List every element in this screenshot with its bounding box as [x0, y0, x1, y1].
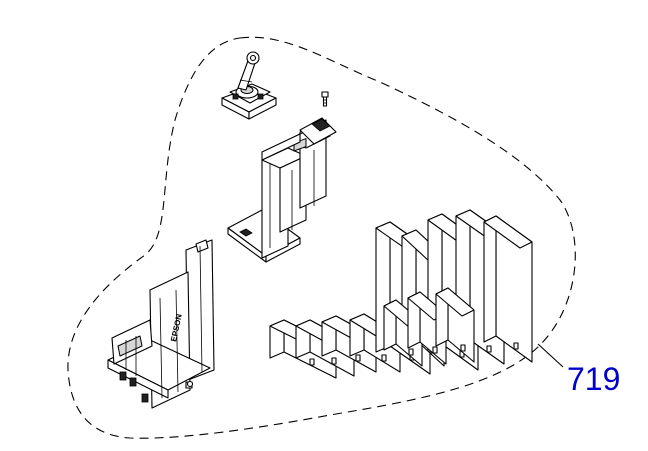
cartridge-holder-part: [227, 117, 337, 263]
callout-leader-line: [537, 343, 564, 368]
screw-part: [321, 91, 329, 107]
part-number-callout: 719: [567, 361, 621, 397]
printhead-housing-part: [107, 239, 215, 409]
separator-plates-part: [269, 209, 533, 379]
group-boundary-dashed-outline: [67, 36, 576, 439]
separator-plate: [435, 287, 475, 363]
separator-plate: [483, 215, 533, 363]
lever-assembly-part: [221, 51, 277, 120]
